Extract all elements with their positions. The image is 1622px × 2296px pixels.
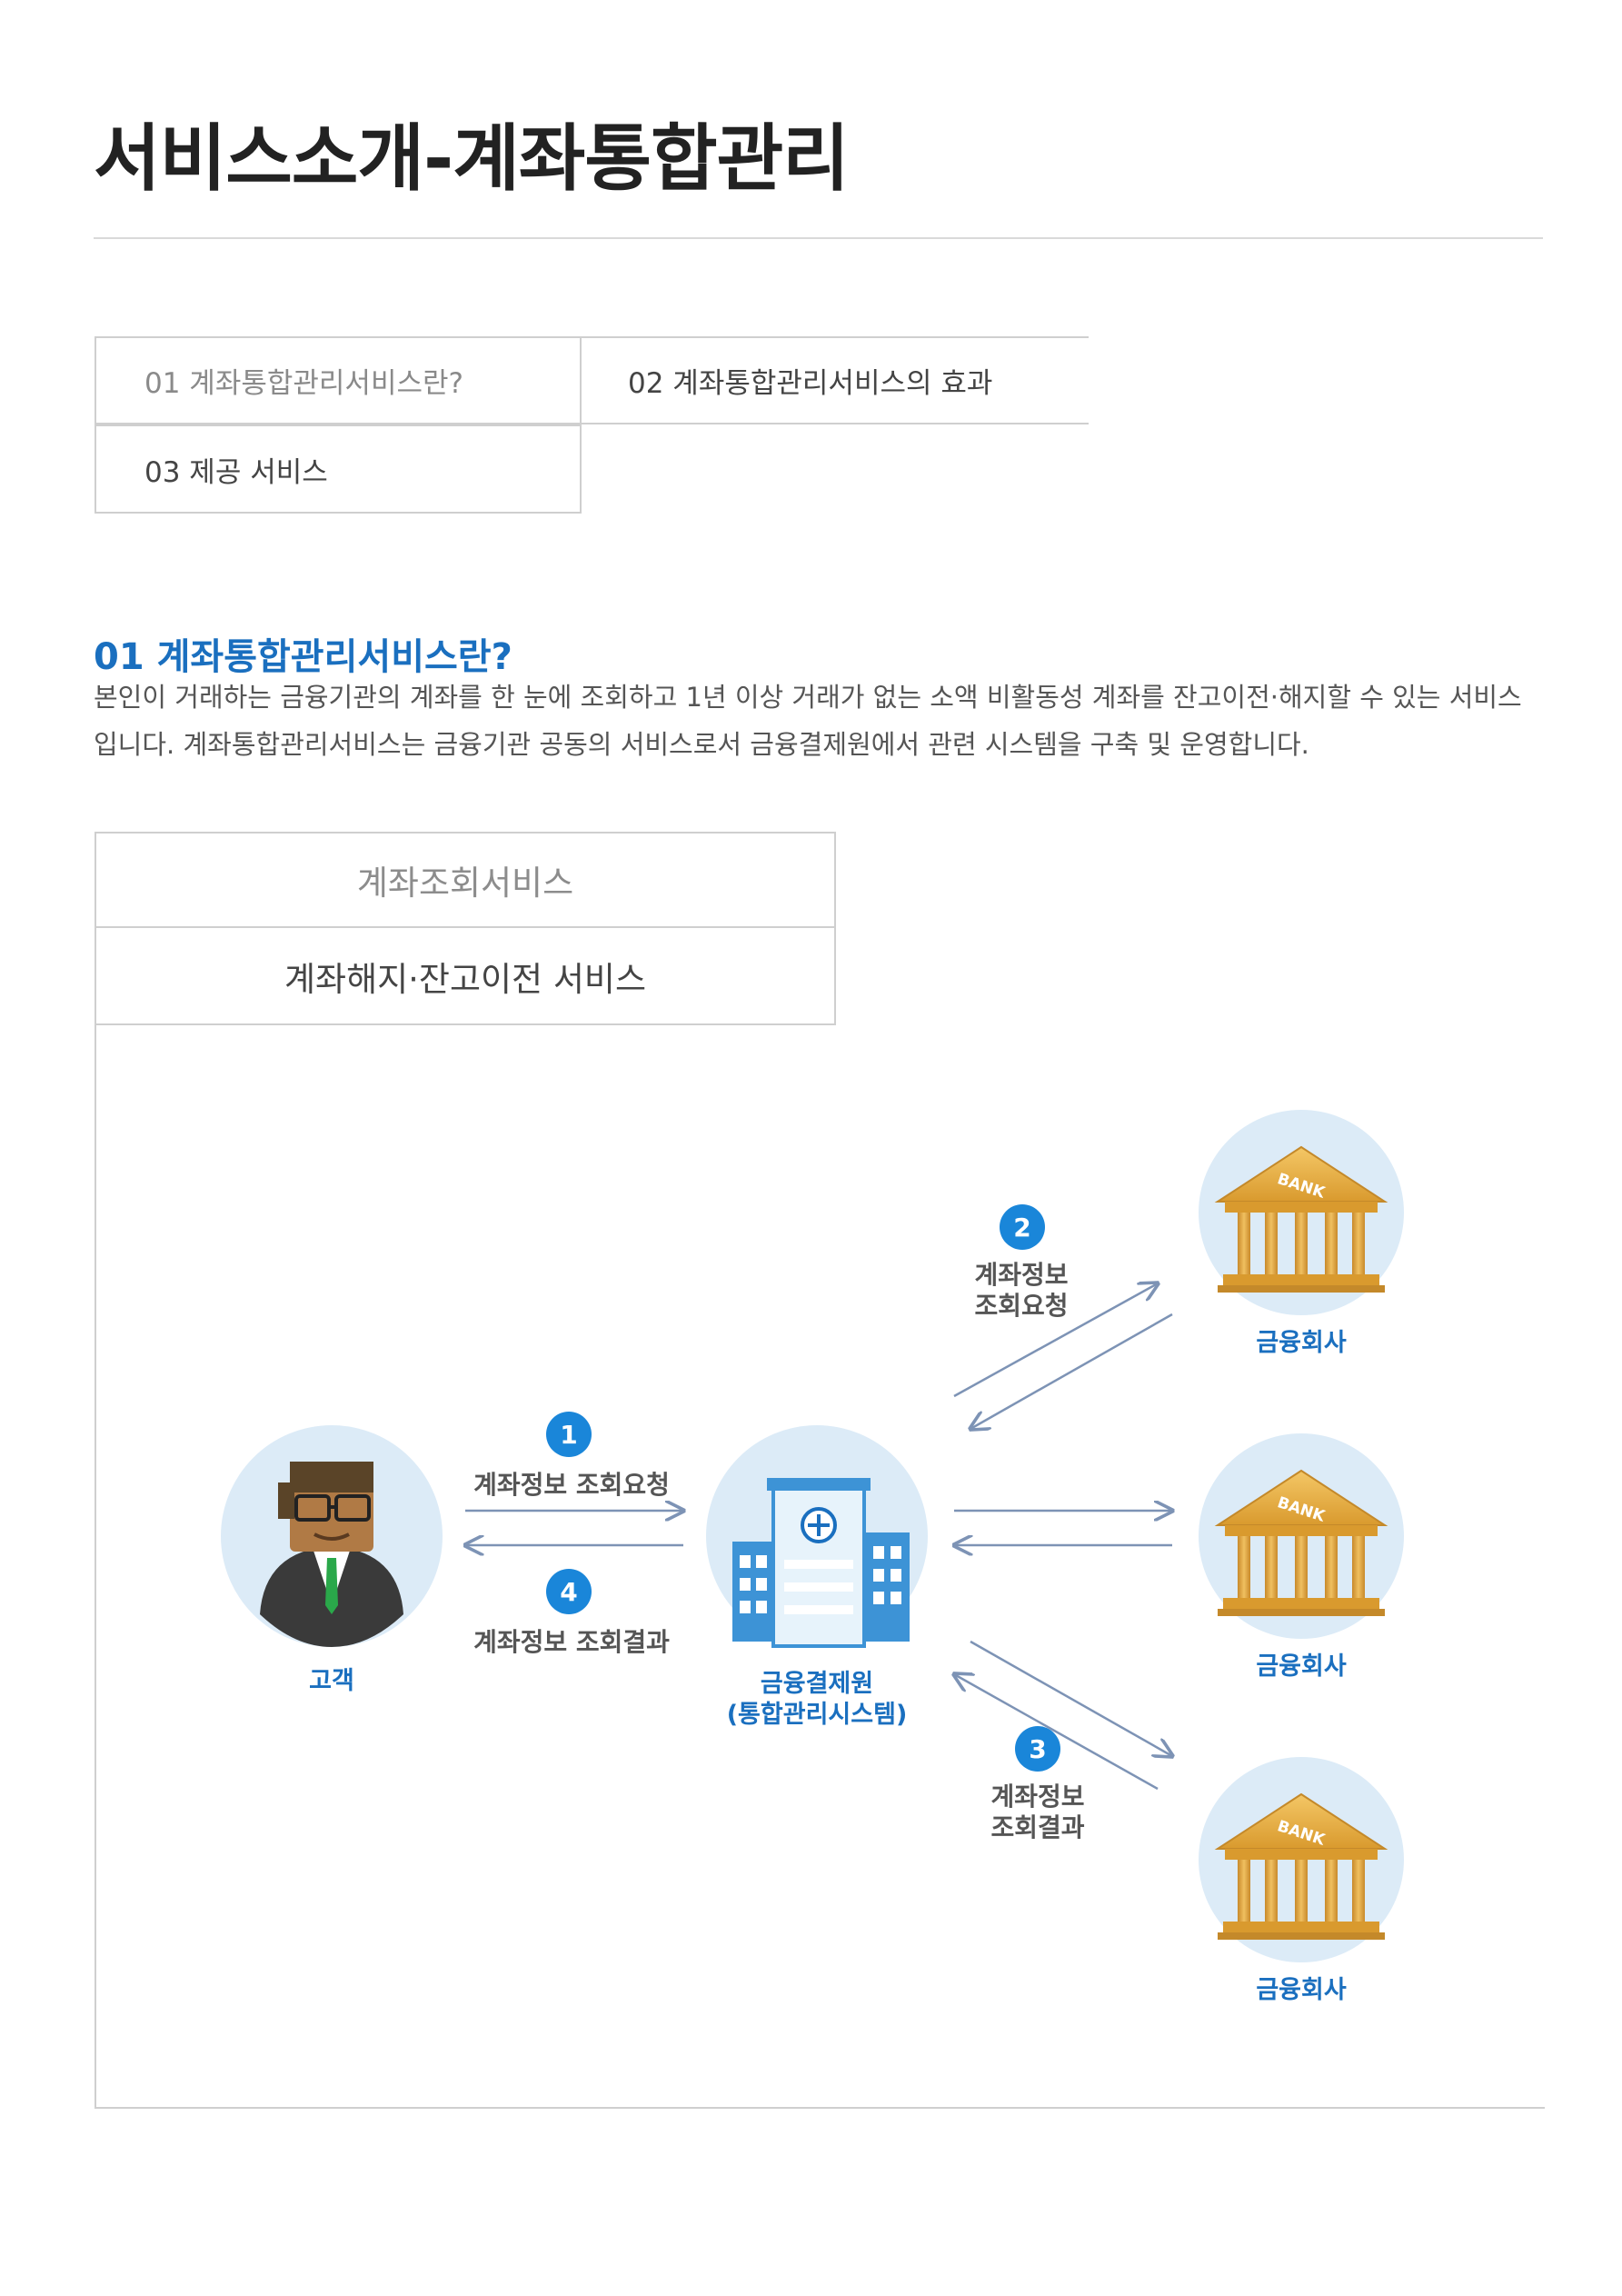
step-badge-1 — [546, 1412, 592, 1457]
bank-label: 금융회사 — [1256, 1329, 1347, 1357]
tab-label: 01 계좌통합관리서비스란? — [144, 367, 463, 400]
subtab-account-inquiry[interactable]: 계좌조회서비스 — [95, 832, 836, 928]
arrow-request-to-bank-1 — [953, 1283, 1158, 1398]
step-text-1: 계좌정보 조회요청 — [473, 1470, 670, 1500]
section-title: 01 계좌통합관리서비스란? — [94, 636, 512, 678]
step-4: 4 계좌정보 조회결과 — [473, 1569, 670, 1657]
bank-label: 금융회사 — [1256, 1652, 1347, 1681]
subtab-label: 계좌조회서비스 — [356, 863, 574, 903]
step-badge-2 — [1000, 1204, 1045, 1250]
subtab-label: 계좌해지·잔고이전 서비스 — [284, 959, 646, 999]
step-number-3: 3 — [1029, 1734, 1046, 1764]
tab-service-effect[interactable]: 02 계좌통합관리서비스의 효과 — [580, 336, 1089, 424]
step-badge-3 — [1015, 1726, 1060, 1772]
bank-label: 금융회사 — [1256, 1976, 1347, 2004]
step-text-4: 계좌정보 조회결과 — [473, 1627, 670, 1657]
arrow-return-from-bank-3 — [954, 1674, 1159, 1791]
step-number-1: 1 — [560, 1420, 577, 1450]
building-icon — [732, 1478, 910, 1648]
customer-node: 고객 — [221, 1425, 443, 1695]
tab-label: 03 제공 서비스 — [144, 455, 328, 489]
subtab-account-closure-transfer[interactable]: 계좌해지·잔고이전 서비스 — [95, 928, 836, 1025]
tab-provided-services[interactable]: 03 제공 서비스 — [95, 424, 582, 514]
arrow-return-from-bank-1 — [970, 1313, 1173, 1429]
title-divider — [94, 237, 1543, 239]
step-1: 1 계좌정보 조회요청 — [473, 1412, 670, 1500]
step-2: 2 계좌정보 조회요청 — [974, 1204, 1069, 1321]
step-badge-4 — [546, 1569, 592, 1614]
bank-node-1: BANK 금융회사 — [1199, 1110, 1404, 1357]
bank-node-3: BANK 금융회사 — [1199, 1757, 1404, 2004]
step-text-2-line2: 조회요청 — [974, 1291, 1068, 1321]
step-number-2: 2 — [1013, 1213, 1030, 1243]
service-flow-diagram: 고객 — [95, 1023, 1545, 2109]
customer-icon — [260, 1462, 403, 1647]
center-label-line1: 금융결제원 — [761, 1670, 873, 1698]
tab-label: 02 계좌통합관리서비스의 효과 — [628, 367, 993, 400]
step-3: 3 계좌정보 조회결과 — [990, 1726, 1085, 1842]
customer-label: 고객 — [309, 1667, 354, 1695]
step-text-3-line2: 조회결과 — [990, 1812, 1084, 1842]
center-label-line2: (통합관리시스템) — [727, 1701, 908, 1729]
step-text-2-line1: 계좌정보 — [974, 1260, 1068, 1290]
center-node: 금융결제원 (통합관리시스템) — [706, 1425, 928, 1729]
tab-service-intro[interactable]: 01 계좌통합관리서비스란? — [95, 336, 582, 424]
section-description: 본인이 거래하는 금융기관의 계좌를 한 눈에 조회하고 1년 이상 거래가 없… — [94, 682, 1522, 760]
bank-node-2: BANK 금융회사 — [1199, 1433, 1404, 1681]
step-number-4: 4 — [560, 1577, 577, 1607]
arrow-request-to-bank-3 — [970, 1640, 1172, 1756]
page-title: 서비스소개-계좌통합관리 — [94, 116, 850, 201]
bank-building-icon: BANK — [1214, 1792, 1388, 1940]
bank-building-icon: BANK — [1214, 1145, 1388, 1293]
flow-diagram-svg: 고객 — [221, 1110, 1404, 2004]
bank-building-icon: BANK — [1214, 1469, 1388, 1616]
step-text-3-line1: 계좌정보 — [990, 1782, 1084, 1812]
